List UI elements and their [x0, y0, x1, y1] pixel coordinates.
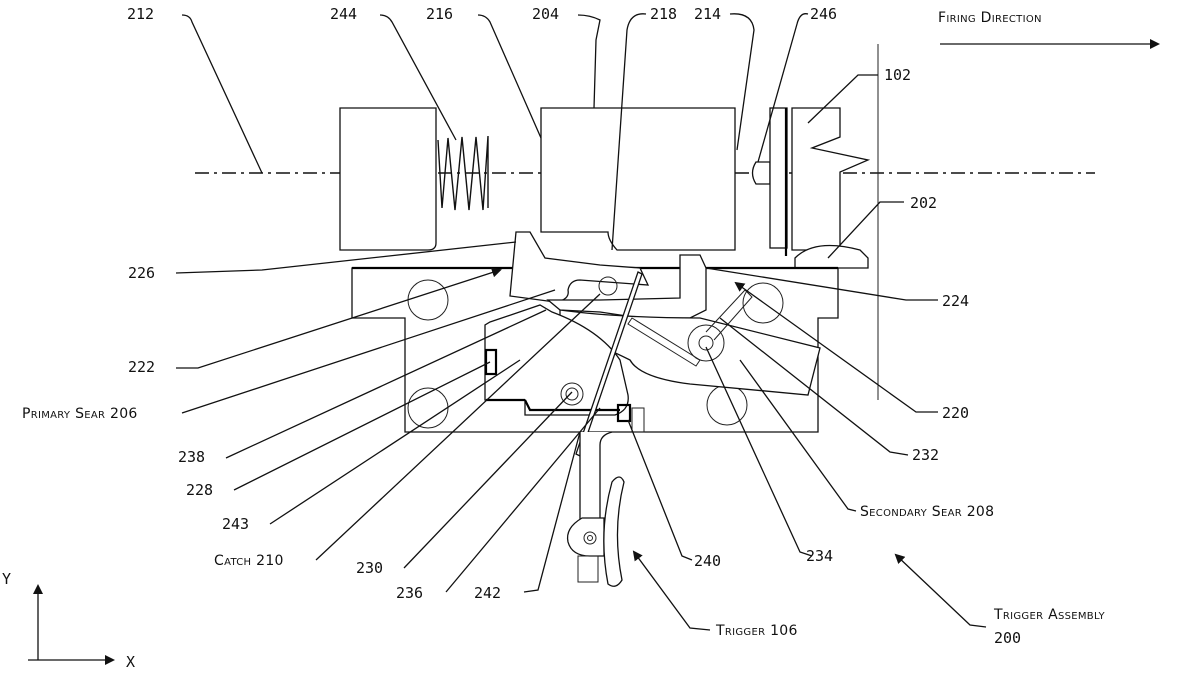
- label-x-axis: X: [126, 653, 135, 671]
- label-240: 240: [694, 552, 721, 570]
- label-243: 243: [222, 515, 249, 533]
- disconnector-slot: [627, 317, 701, 367]
- sear-link-arm: [705, 289, 753, 341]
- secondary-sear-pivot-ring: [687, 324, 725, 362]
- trigger-blade: [603, 476, 625, 587]
- label-trigger-106: Trigger 106: [715, 623, 798, 639]
- label-catch-210: Catch 210: [214, 553, 284, 569]
- spring-244: [437, 135, 489, 211]
- secondary-sear-pivot-234: [698, 335, 714, 351]
- label-242: 242: [474, 584, 501, 602]
- pin-hole-upper-right: [742, 282, 784, 324]
- leader-204: [577, 14, 601, 109]
- label-232: 232: [912, 446, 939, 464]
- label-204: 204: [532, 5, 559, 23]
- leader-106: [632, 550, 711, 631]
- label-trigger-assembly: Trigger Assembly: [993, 607, 1105, 623]
- label-102: 102: [884, 66, 911, 84]
- trigger-pivot-ring: [583, 531, 597, 545]
- label-244: 244: [330, 5, 357, 23]
- striker-block-204: [540, 107, 736, 251]
- label-202: 202: [910, 194, 937, 212]
- leader-243: [269, 359, 521, 525]
- leader-218: [611, 13, 647, 251]
- label-228: 228: [186, 481, 213, 499]
- label-226: 226: [128, 264, 155, 282]
- catch-spring-coil-outer: [560, 382, 584, 406]
- label-212: 212: [127, 5, 154, 23]
- label-primary-sear-206: Primary Sear 206: [22, 406, 138, 422]
- label-234: 234: [806, 547, 833, 565]
- label-224: 224: [942, 292, 969, 310]
- label-230: 230: [356, 559, 383, 577]
- label-222: 222: [128, 358, 155, 376]
- label-214: 214: [694, 5, 721, 23]
- catch-stop-243: [484, 348, 498, 376]
- label-236: 236: [396, 584, 423, 602]
- leader-200: [894, 553, 987, 628]
- catch-210: [484, 304, 629, 416]
- trigger-106-bar: [579, 431, 613, 521]
- leader-236: [445, 407, 601, 593]
- sear-pivot-230: [598, 276, 618, 296]
- leader-234: [705, 346, 813, 557]
- label-trigger-assembly-number: 200: [994, 629, 1021, 647]
- leader-216: [477, 14, 542, 139]
- leader-224: [705, 267, 938, 301]
- leader-242: [523, 431, 581, 593]
- firing-pin-246: [751, 161, 771, 185]
- leader-220: [734, 281, 938, 413]
- trigger-stop-240: [616, 403, 632, 423]
- leader-206: [181, 289, 556, 414]
- trigger-pivot-boss: [566, 517, 605, 557]
- bolt-face-plate: [769, 107, 788, 249]
- leader-244: [379, 14, 457, 141]
- leader-240: [627, 419, 693, 561]
- rear-block: [339, 107, 437, 251]
- label-216: 216: [426, 5, 453, 23]
- trigger-pivot-pin: [587, 535, 593, 541]
- leader-226: [175, 241, 517, 274]
- leader-214: [729, 13, 755, 151]
- leader-246: [757, 13, 809, 163]
- leader-232: [719, 317, 909, 456]
- label-firing-direction: Firing Direction: [938, 10, 1042, 26]
- secondary-sear-208-top: [546, 254, 707, 319]
- label-y-axis: Y: [2, 570, 11, 588]
- leader-238: [225, 309, 547, 459]
- trigger-lower-block: [577, 555, 599, 583]
- leader-202: [827, 201, 904, 259]
- label-238: 238: [178, 448, 205, 466]
- label-secondary-sear-208: Secondary Sear 208: [860, 504, 994, 520]
- catch-spring-coil-236: [565, 387, 579, 401]
- label-220: 220: [942, 404, 969, 422]
- leader-208: [739, 359, 857, 512]
- leader-102: [807, 74, 878, 124]
- bolt-102: [791, 107, 871, 251]
- leader-230: [403, 391, 573, 569]
- leader-228: [233, 361, 491, 491]
- catch-ledge: [524, 399, 620, 412]
- part-202: [794, 244, 869, 269]
- leader-212: [181, 14, 263, 174]
- label-218: 218: [650, 5, 677, 23]
- leader-222: [176, 267, 502, 369]
- leader-210: [315, 293, 601, 561]
- trigger-stop-post: [631, 407, 645, 433]
- label-246: 246: [810, 5, 837, 23]
